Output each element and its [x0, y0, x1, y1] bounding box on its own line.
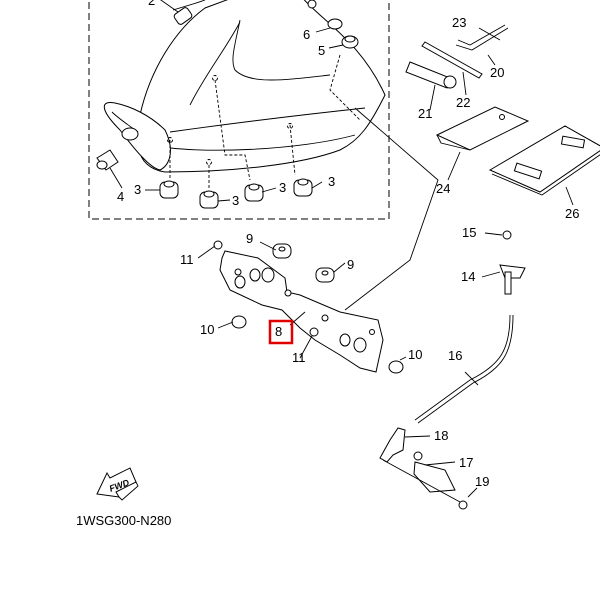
- part-5-grommet: [341, 35, 359, 49]
- callout-3d[interactable]: 3: [328, 174, 335, 189]
- callout-5[interactable]: 5: [318, 43, 325, 58]
- part-14-hook: [499, 264, 526, 295]
- callout-21[interactable]: 21: [418, 106, 432, 121]
- callout-labels: 2 6 5 4 3 3 3 3 23 20 21 22 24 26 9 9 11…: [117, 0, 579, 489]
- callout-11b[interactable]: 11: [292, 350, 306, 365]
- callout-10b[interactable]: 10: [408, 347, 422, 362]
- callout-22[interactable]: 22: [456, 95, 470, 110]
- callout-20[interactable]: 20: [490, 65, 504, 80]
- part-11-bolts: [213, 240, 319, 337]
- seat-assembly-box: [88, 0, 390, 220]
- callout-3a[interactable]: 3: [134, 182, 141, 197]
- part-8-bracket: [219, 250, 384, 373]
- part-6-bolt: [307, 0, 343, 30]
- callout-2[interactable]: 2: [148, 0, 155, 8]
- callout-24[interactable]: 24: [436, 181, 450, 196]
- part-3-dampers: [159, 178, 313, 209]
- callout-11a[interactable]: 11: [180, 252, 194, 267]
- part-19-screw: [382, 459, 468, 510]
- diagram-code: 1WSG300-N280: [76, 513, 171, 528]
- callout-9a[interactable]: 9: [246, 231, 253, 246]
- part-4-damper: [96, 149, 119, 171]
- part-2-pin: [173, 7, 193, 25]
- fwd-arrow-icon: FWD: [96, 467, 139, 501]
- callout-3c[interactable]: 3: [279, 180, 286, 195]
- callout-19[interactable]: 19: [475, 474, 489, 489]
- callout-18[interactable]: 18: [434, 428, 448, 443]
- callout-26[interactable]: 26: [565, 206, 579, 221]
- part-20-23-hex-keys: [455, 24, 509, 51]
- callout-6[interactable]: 6: [303, 27, 310, 42]
- callout-23[interactable]: 23: [452, 15, 466, 30]
- callout-17[interactable]: 17: [459, 455, 473, 470]
- leader-lines: [109, 0, 574, 498]
- part-18-lever: [379, 427, 406, 463]
- part-22-screwdriver: [421, 41, 483, 79]
- part-10-collars: [231, 315, 404, 374]
- part-24-tool-bag: [435, 106, 530, 151]
- callout-10a[interactable]: 10: [200, 322, 214, 337]
- callout-9b[interactable]: 9: [347, 257, 354, 272]
- part-9-dampers: [272, 243, 335, 283]
- part-21-handle: [405, 61, 457, 89]
- part-16-cable: [414, 314, 514, 424]
- callout-4[interactable]: 4: [117, 189, 124, 204]
- callout-3b[interactable]: 3: [232, 193, 239, 208]
- callout-16[interactable]: 16: [448, 348, 462, 363]
- part-26-owners-manual: [488, 125, 600, 196]
- part-17-lock: [413, 451, 456, 493]
- highlight-box-part-8: [268, 319, 294, 345]
- callout-14[interactable]: 14: [461, 269, 475, 284]
- seat-drawing: [103, 0, 386, 190]
- callout-15[interactable]: 15: [462, 225, 476, 240]
- callout-8[interactable]: 8: [275, 324, 282, 339]
- part-15-nut: [502, 230, 512, 240]
